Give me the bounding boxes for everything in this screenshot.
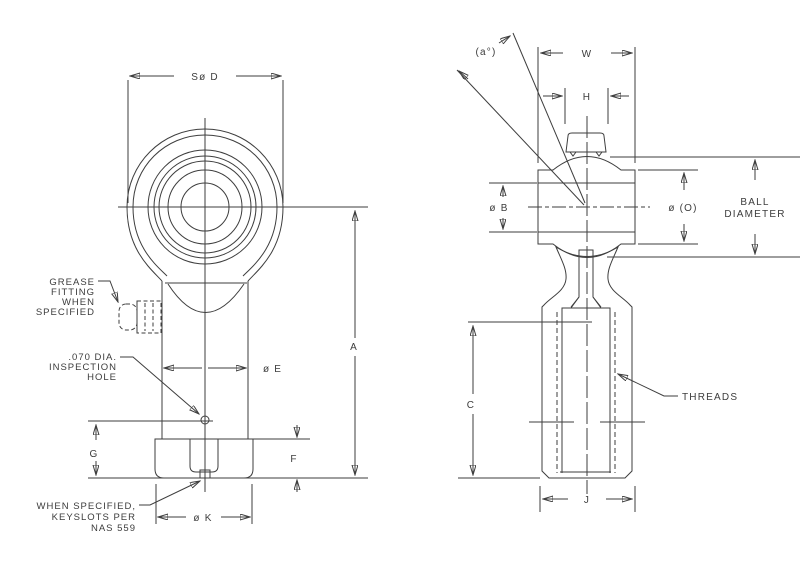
- dim-label-c: C: [467, 400, 475, 411]
- housing-ball-top-section: [537, 156, 636, 184]
- dim-label-j: J: [584, 495, 590, 506]
- note-inspection-hole: .070 DIA. INSPECTION HOLE: [49, 352, 199, 414]
- dim-b: [489, 182, 537, 233]
- svg-text:SPECIFIED: SPECIFIED: [36, 307, 95, 318]
- dim-c: [458, 321, 592, 479]
- head-outline: [126, 128, 284, 282]
- svg-text:WHEN SPECIFIED,: WHEN SPECIFIED,: [37, 501, 136, 512]
- dim-k: [155, 484, 253, 524]
- bearing-circles: [147, 149, 263, 265]
- dim-sd: [127, 76, 284, 203]
- note-keyslot: WHEN SPECIFIED, KEYSLOTS PER NAS 559: [37, 481, 200, 534]
- dim-label-h: H: [583, 92, 591, 103]
- svg-text:FITTING: FITTING: [51, 287, 95, 298]
- dim-label-b: ø B: [489, 203, 508, 214]
- svg-text:KEYSLOTS PER: KEYSLOTS PER: [52, 512, 136, 523]
- threads-callout: [618, 374, 678, 397]
- dim-f: [253, 425, 310, 492]
- dim-h: [543, 88, 629, 124]
- dim-label-angle: (a°): [475, 47, 496, 58]
- svg-text:GREASE: GREASE: [49, 277, 95, 288]
- dim-w: [537, 47, 636, 163]
- dim-label-sd: Sø D: [191, 72, 219, 83]
- svg-text:HOLE: HOLE: [87, 372, 117, 383]
- dim-label-g: G: [90, 449, 99, 460]
- keyslot-leader: [139, 481, 200, 506]
- threads-leader: [618, 374, 678, 397]
- inspection-leader: [120, 356, 199, 414]
- dim-label-a: A: [350, 342, 358, 353]
- dim-ball-diameter: [607, 156, 800, 258]
- svg-text:WHEN: WHEN: [62, 297, 95, 308]
- side-view: (a°): [456, 32, 800, 512]
- dim-label-f: F: [290, 454, 297, 465]
- misalignment-angle-lines: [456, 32, 586, 206]
- threads-label: THREADS: [682, 392, 738, 403]
- svg-text:.070 DIA.: .070 DIA.: [68, 352, 117, 363]
- note-grease-fitting: GREASE FITTING WHEN SPECIFIED: [36, 277, 118, 318]
- thread-bore: [529, 307, 645, 473]
- svg-text:INSPECTION: INSPECTION: [49, 362, 117, 373]
- dim-o: [638, 169, 698, 245]
- cap-section: [565, 132, 607, 157]
- front-view: Sø D GREASE FITTING WHEN SPECIFIED ø E .…: [36, 72, 368, 534]
- dim-label-e: ø E: [263, 364, 282, 375]
- dim-label-k: ø K: [193, 513, 212, 524]
- base-outline: [154, 438, 254, 479]
- svg-text:NAS 559: NAS 559: [91, 523, 136, 534]
- grease-channel: [570, 249, 602, 309]
- shank-outline: [161, 281, 249, 439]
- dim-label-o: ø (O): [668, 203, 697, 214]
- ball-diameter-label-line2: DIAMETER: [724, 209, 785, 220]
- dim-j: [539, 486, 636, 512]
- dim-label-w: W: [582, 49, 593, 60]
- grease-leader: [98, 280, 118, 302]
- inspection-hole: [200, 415, 210, 425]
- grease-fitting: [118, 300, 162, 334]
- ball-diameter-label-line1: BALL: [740, 197, 769, 208]
- housing-ball-bottom-section: [537, 231, 636, 258]
